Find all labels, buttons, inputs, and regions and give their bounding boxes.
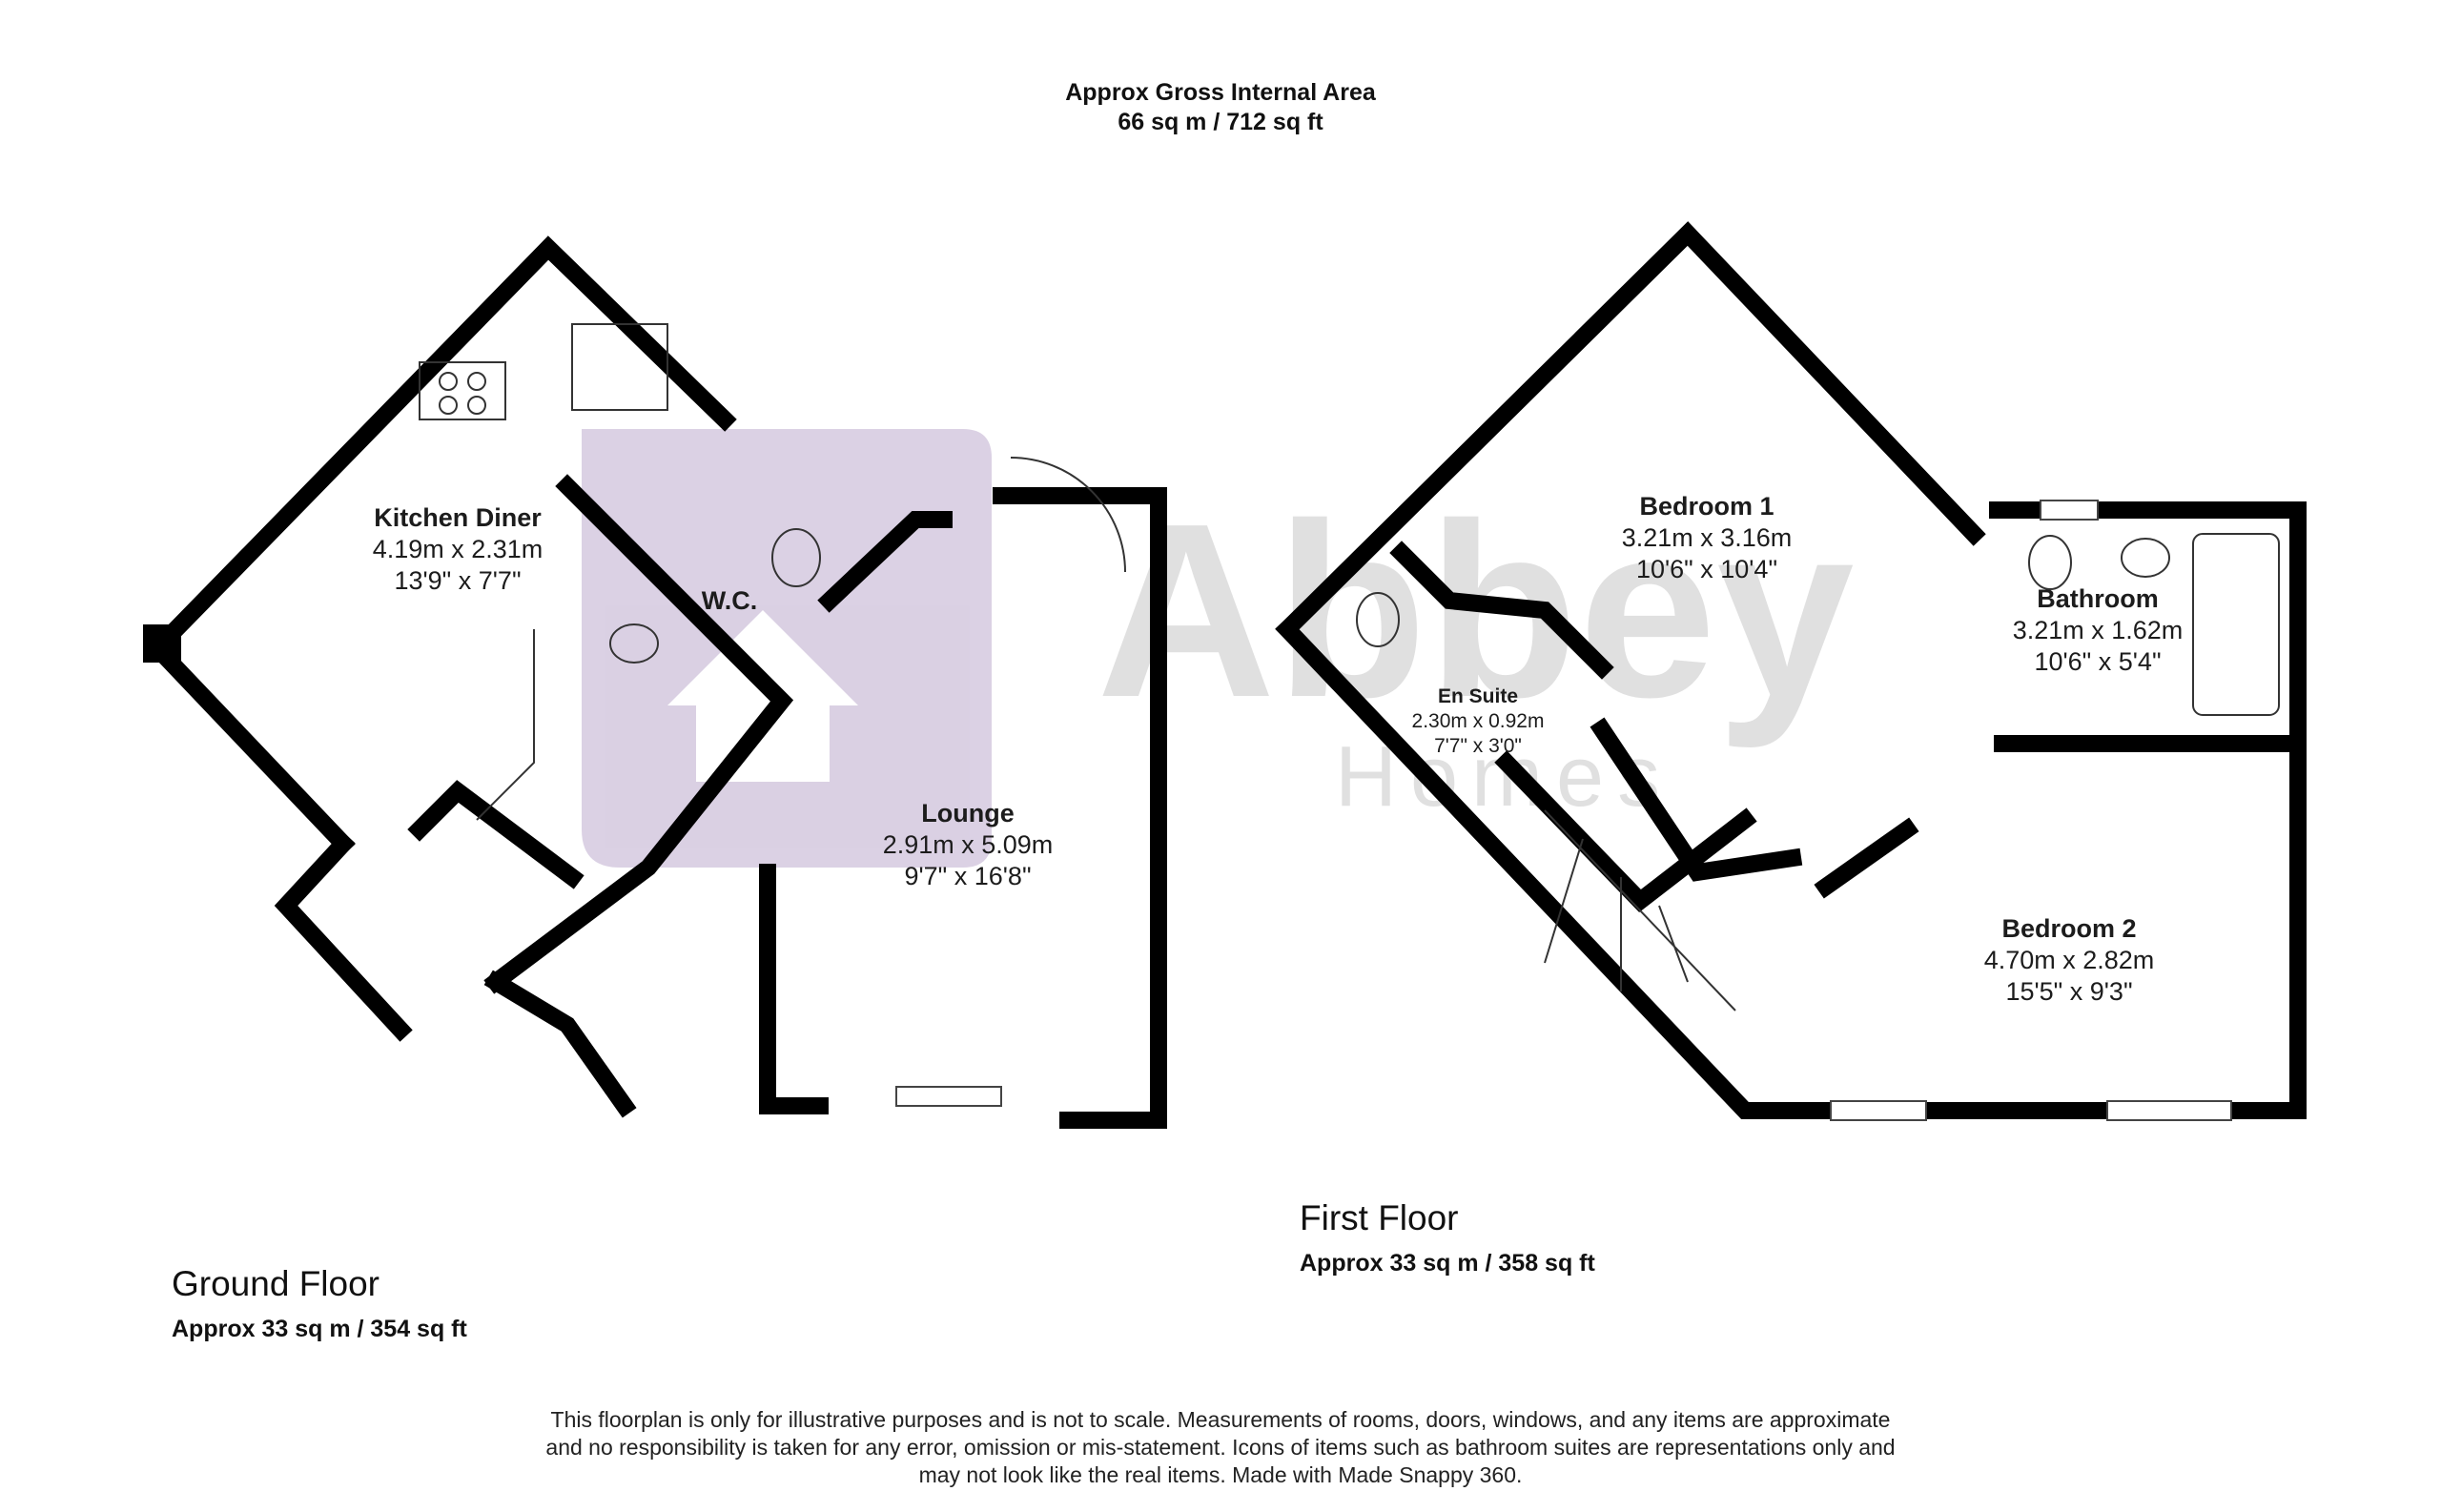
bathroom-imperial: 10'6" x 5'4" [2034, 647, 2162, 676]
header-title: Approx Gross Internal Area [1065, 79, 1376, 106]
room-label-en-suite: En Suite 2.30m x 0.92m 7'7" x 3'0" [1373, 684, 1583, 759]
lounge-door-swing [1010, 457, 1126, 573]
first-floor-fixtures [1356, 500, 2280, 1121]
kitchen-imperial: 13'9" x 7'7" [394, 566, 522, 595]
first-floor-stairs [1544, 809, 1736, 1011]
room-label-kitchen-diner: Kitchen Diner 4.19m x 2.31m 13'9" x 7'7" [315, 502, 601, 597]
sink-icon [571, 323, 668, 411]
ground-floor-area: Approx 33 sq m / 354 sq ft [172, 1316, 467, 1342]
wc-toilet-icon [771, 528, 821, 587]
bathroom-basin-icon [2121, 538, 2170, 578]
lounge-imperial: 9'7" x 16'8" [904, 862, 1032, 890]
bedroom1-imperial: 10'6" x 10'4" [1635, 555, 1778, 583]
bedroom2-name: Bedroom 2 [2001, 914, 2137, 943]
kitchen-metric: 4.19m x 2.31m [372, 535, 544, 563]
bath-icon [2192, 533, 2280, 716]
wc-name: W.C. [701, 586, 758, 615]
gross-area-header: Approx Gross Internal Area 66 sq m / 712… [0, 78, 2441, 137]
bathroom-name: Bathroom [2037, 584, 2159, 613]
disclaimer-line-2: and no responsibility is taken for any e… [545, 1435, 1896, 1460]
disclaimer-line-3: may not look like the real items. Made w… [918, 1462, 1523, 1487]
bedroom1-metric: 3.21m x 3.16m [1621, 523, 1793, 552]
room-label-bathroom: Bathroom 3.21m x 1.62m 10'6" x 5'4" [1955, 583, 2241, 678]
bedroom2-window-left [1830, 1100, 1927, 1121]
ground-floor-label: Ground Floor [172, 1264, 379, 1303]
bedroom1-name: Bedroom 1 [1639, 492, 1774, 521]
header-area: 66 sq m / 712 sq ft [1118, 109, 1323, 135]
bedroom2-window-right [2106, 1100, 2232, 1121]
bathroom-window [2040, 500, 2099, 521]
ensuite-name: En Suite [1437, 685, 1518, 707]
ensuite-imperial: 7'7" x 3'0" [1434, 735, 1522, 757]
bathroom-toilet-icon [2028, 535, 2072, 590]
hob-icon [419, 361, 506, 420]
bedroom2-imperial: 15'5" x 9'3" [2005, 977, 2133, 1006]
ground-floor-walls [143, 235, 1167, 1129]
ensuite-toilet-icon [1356, 592, 1400, 647]
ensuite-metric: 2.30m x 0.92m [1411, 710, 1545, 732]
disclaimer-line-1: This floorplan is only for illustrative … [550, 1407, 1891, 1432]
lounge-metric: 2.91m x 5.09m [882, 830, 1054, 859]
kitchen-name: Kitchen Diner [374, 503, 542, 532]
ground-floor-caption: Ground Floor Approx 33 sq m / 354 sq ft [172, 1263, 467, 1344]
room-label-bedroom-2: Bedroom 2 4.70m x 2.82m 15'5" x 9'3" [1926, 913, 2212, 1008]
lounge-window [895, 1086, 1002, 1107]
bedroom2-metric: 4.70m x 2.82m [1983, 946, 2155, 974]
first-floor-area: Approx 33 sq m / 358 sq ft [1300, 1250, 1595, 1277]
first-floor-label: First Floor [1300, 1198, 1459, 1237]
room-label-bedroom-1: Bedroom 1 3.21m x 3.16m 10'6" x 10'4" [1564, 491, 1850, 585]
first-floor-walls [1275, 221, 2307, 1119]
disclaimer: This floorplan is only for illustrative … [0, 1406, 2441, 1489]
stairs-outline [476, 629, 535, 821]
lounge-name: Lounge [921, 799, 1015, 828]
watermark-house-icon [667, 610, 858, 782]
bathroom-metric: 3.21m x 1.62m [2012, 616, 2184, 644]
wc-basin-icon [609, 623, 659, 664]
first-floor-caption: First Floor Approx 33 sq m / 358 sq ft [1300, 1197, 1595, 1278]
room-label-wc: W.C. [667, 585, 791, 617]
room-label-lounge: Lounge 2.91m x 5.09m 9'7" x 16'8" [825, 798, 1111, 892]
ground-floor-fixtures [419, 323, 1126, 1107]
